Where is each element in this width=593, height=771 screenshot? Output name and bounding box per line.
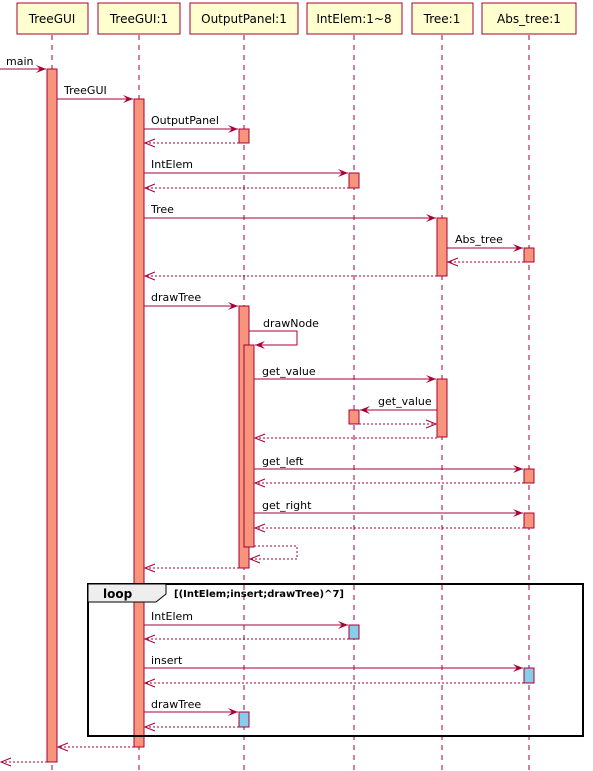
message-label: main [6, 55, 34, 68]
participant-treegui: TreeGUI [16, 2, 89, 35]
activation-abstree-loop [523, 667, 535, 684]
participant-treegui1: TreeGUI:1 [97, 2, 181, 35]
loop-frame [87, 583, 584, 737]
activation-intelem-ctor [348, 172, 360, 189]
return-loop-drawtree [143, 722, 239, 732]
message-label: get_value [262, 365, 316, 378]
message-abstree-ctor: Abs_tree [447, 233, 523, 252]
participant-tree1: Tree:1 [411, 2, 474, 35]
return-get-left [253, 478, 524, 488]
message-label: Abs_tree [455, 233, 503, 246]
participant-label: TreeGUI [28, 12, 76, 26]
participant-label: IntElem:1~8 [316, 12, 391, 26]
return-get-value-tree [253, 433, 437, 443]
activation-abstree-getright [523, 512, 535, 529]
activation-abstree-getleft [523, 468, 535, 484]
participant-label: Tree:1 [423, 12, 461, 26]
return-intelem-ctor [143, 183, 349, 193]
message-label: OutputPanel [151, 114, 219, 127]
message-loop-insert: insert [144, 654, 523, 672]
message-loop-drawtree: drawTree [144, 698, 238, 716]
message-label: Tree [150, 203, 174, 216]
message-label: IntElem [151, 610, 193, 623]
activation-tree-ctor [436, 217, 448, 277]
message-label: drawTree [151, 698, 201, 711]
loop-tab [87, 583, 167, 603]
participant-label: OutputPanel:1 [201, 12, 287, 26]
message-loop-intelem: IntElem [144, 610, 348, 629]
return-drawnode [248, 545, 298, 564]
return-treegui-ctor [56, 742, 134, 752]
messages: main TreeGUI OutputPanel IntElem [0, 55, 524, 767]
message-treegui-ctor: TreeGUI [57, 84, 133, 103]
participant-label: Abs_tree:1 [497, 12, 561, 26]
activation-treegui1 [133, 98, 145, 748]
loop-fragment: loop [(IntElem;insert;drawTree)^7] [87, 583, 584, 737]
return-abstree-ctor [446, 257, 524, 267]
return-loop-insert [143, 678, 524, 688]
activations [46, 68, 535, 763]
message-get-right: get_right [254, 499, 523, 517]
message-label: IntElem [151, 158, 193, 171]
return-main [0, 757, 47, 767]
activation-treegui [46, 68, 58, 763]
participant-outputpanel1: OutputPanel:1 [189, 2, 299, 35]
message-outputpanel-ctor: OutputPanel [144, 114, 238, 133]
return-get-right [253, 523, 524, 533]
activation-tree-getvalue [436, 378, 448, 438]
message-label: get_right [262, 499, 312, 512]
loop-keyword: loop [103, 587, 133, 601]
message-drawtree: drawTree [144, 291, 238, 310]
return-loop-intelem [143, 634, 349, 644]
activation-outputpanel-loop [238, 711, 250, 728]
activation-outputpanel-ctor [238, 128, 250, 144]
activation-intelem-loop [348, 624, 360, 640]
return-drawtree [143, 563, 239, 573]
message-tree-ctor: Tree [144, 203, 436, 222]
message-drawnode: drawNode [249, 317, 319, 349]
activation-abstree-ctor [523, 247, 535, 263]
activation-outputpanel-drawnode [243, 344, 255, 548]
message-intelem-ctor: IntElem [144, 158, 348, 177]
return-outputpanel-ctor [143, 138, 239, 148]
message-label: get_value [378, 395, 432, 408]
participant-abstree1: Abs_tree:1 [481, 2, 577, 35]
return-get-value-intelem [359, 419, 438, 429]
message-label: get_left [262, 455, 304, 468]
message-label: insert [151, 654, 183, 667]
participant-label: TreeGUI:1 [109, 12, 168, 26]
participant-intelem: IntElem:1~8 [306, 2, 403, 35]
message-label: TreeGUI [63, 84, 107, 97]
message-get-value-tree: get_value [254, 365, 436, 383]
return-tree-ctor [143, 271, 437, 281]
message-label: drawNode [263, 317, 319, 330]
message-get-left: get_left [254, 455, 523, 473]
lifelines [51, 35, 530, 771]
message-get-value-intelem: get_value [360, 395, 437, 414]
loop-guard: [(IntElem;insert;drawTree)^7] [174, 589, 344, 600]
message-main: main [0, 55, 46, 73]
activation-intelem-getvalue [348, 409, 360, 425]
message-label: drawTree [151, 291, 201, 304]
